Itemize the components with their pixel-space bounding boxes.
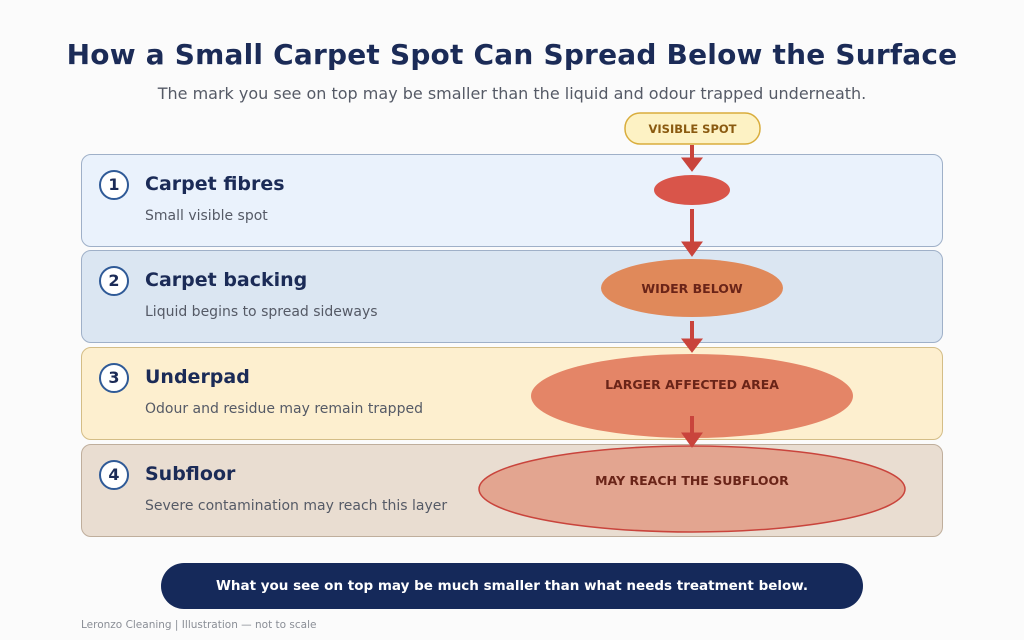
- spot-layer-4: [478, 445, 906, 533]
- layer-description-4: Severe contamination may reach this laye…: [145, 498, 448, 514]
- spot-label-4: MAY REACH THE SUBFLOOR: [595, 473, 789, 488]
- layer-description-2: Liquid begins to spread sideways: [145, 304, 378, 320]
- spread-diagram: VISIBLE SPOT WIDER BELOW LARGER AFFECTED…: [478, 112, 906, 533]
- arrow-head-1: [680, 157, 704, 172]
- arrow-head-3: [680, 338, 704, 353]
- summary-banner: What you see on top may be much smaller …: [161, 563, 863, 609]
- spot-layer-3: [531, 354, 853, 438]
- layer-name-1: Carpet fibres: [145, 173, 285, 195]
- page-title: How a Small Carpet Spot Can Spread Below…: [66, 38, 958, 71]
- arrow-head-4: [681, 432, 703, 448]
- spot-layer-2: [601, 259, 783, 317]
- step-number-1: 1: [99, 170, 129, 200]
- arrow-head-2: [681, 241, 703, 257]
- step-number-3: 3: [99, 363, 129, 393]
- footer-credit: Leronzo Cleaning | Illustration — not to…: [81, 619, 317, 631]
- step-number-4: 4: [99, 460, 129, 490]
- spot-label-2: WIDER BELOW: [641, 281, 743, 296]
- spot-layer-1: [654, 175, 730, 205]
- visible-spot-tag: [624, 112, 761, 145]
- layer-name-3: Underpad: [145, 366, 250, 388]
- page-subtitle: The mark you see on top may be smaller t…: [157, 84, 867, 103]
- layer-description-1: Small visible spot: [145, 208, 268, 224]
- spread-arrow-4: [681, 416, 703, 448]
- layer-carpet-backing: 2 Carpet backing Liquid begins to spread…: [81, 250, 943, 343]
- layer-name-2: Carpet backing: [145, 269, 308, 291]
- visible-spot-tag-label: VISIBLE SPOT: [648, 122, 736, 136]
- layer-name-4: Subfloor: [145, 463, 236, 485]
- spot-label-3: LARGER AFFECTED AREA: [605, 377, 779, 392]
- step-number-2: 2: [99, 266, 129, 296]
- layer-description-3: Odour and residue may remain trapped: [145, 401, 423, 417]
- layer-carpet-fibres: 1 Carpet fibres Small visible spot: [81, 154, 943, 247]
- spread-arrows: [680, 145, 704, 353]
